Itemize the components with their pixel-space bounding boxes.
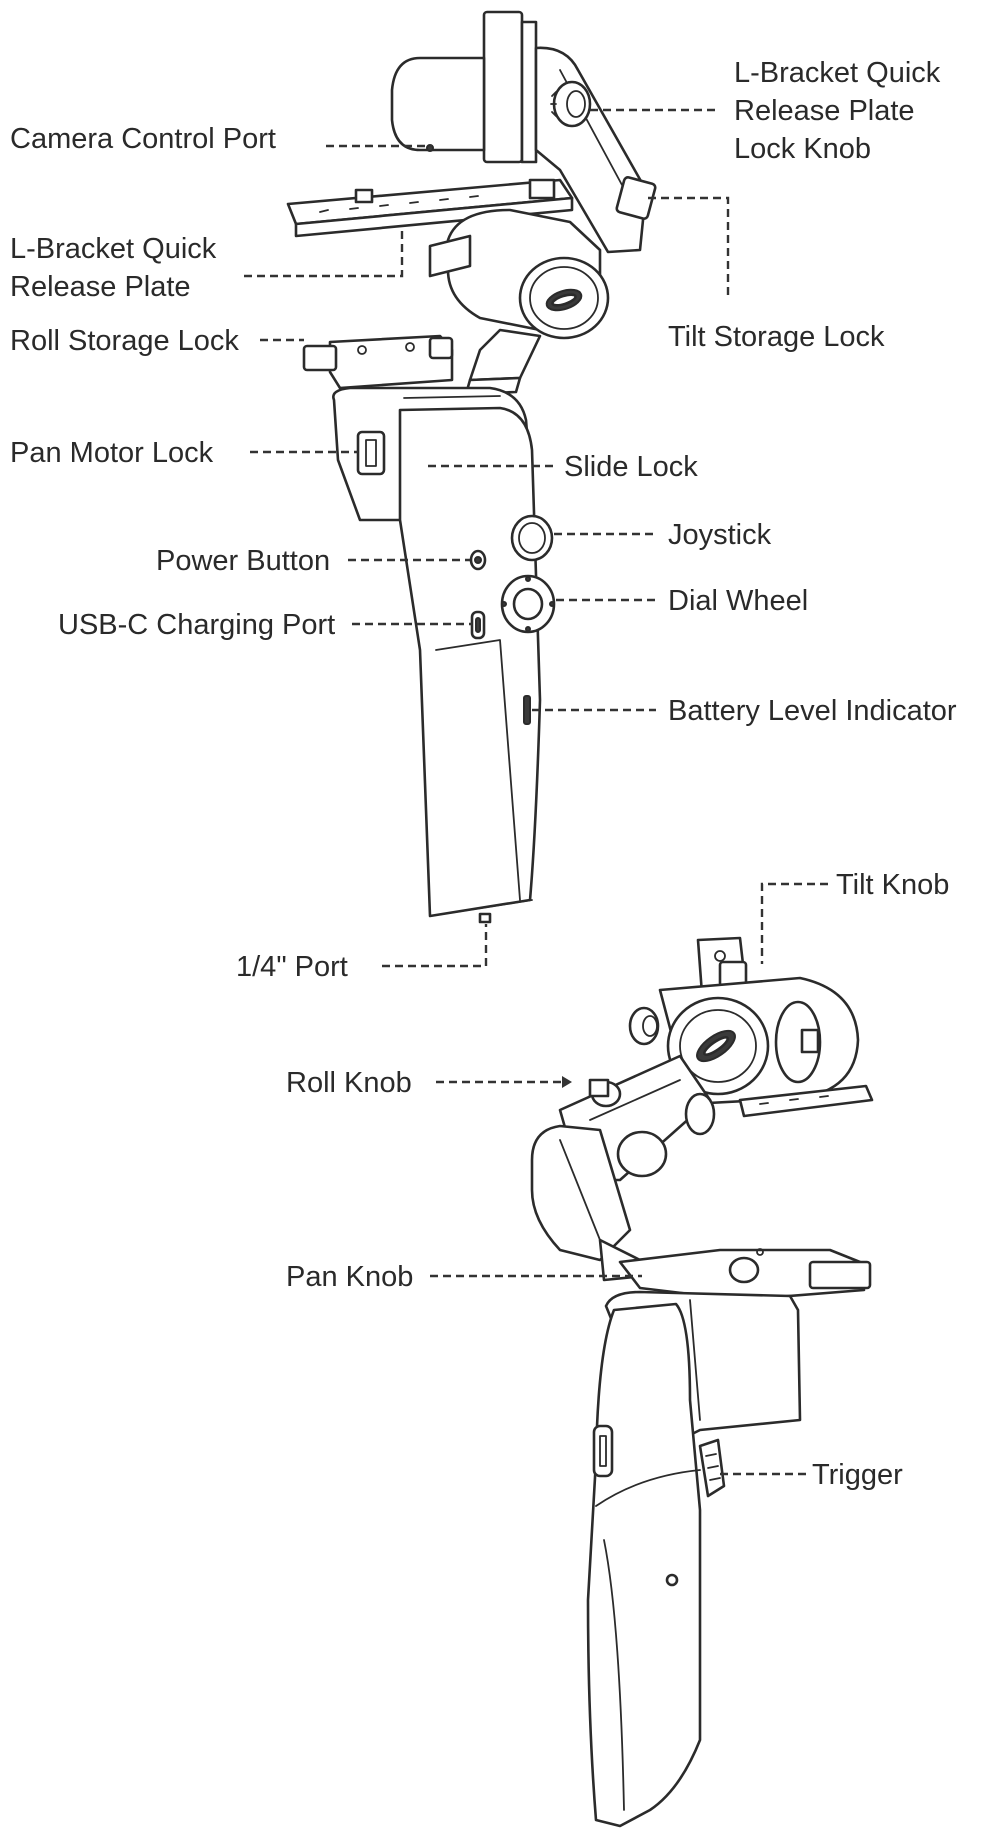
leader-quarter-port xyxy=(382,924,488,968)
power-button-part xyxy=(469,549,487,571)
label-pan-motor-lock: Pan Motor Lock xyxy=(10,437,214,469)
label-trigger: Trigger xyxy=(812,1459,903,1491)
gimbal-front-view xyxy=(286,10,657,924)
camera-control-port-housing xyxy=(390,56,486,152)
back-handle-body xyxy=(586,1302,702,1828)
label-roll-storage-lock: Roll Storage Lock xyxy=(10,325,239,357)
handle-body xyxy=(398,406,542,918)
label-roll-knob: Roll Knob xyxy=(286,1067,412,1099)
label-power-button: Power Button xyxy=(156,545,330,577)
roll-motor xyxy=(428,208,610,340)
joystick-part xyxy=(510,514,554,562)
label-battery-indicator: Battery Level Indicator xyxy=(668,695,957,727)
label-quarter-port: 1/4" Port xyxy=(236,951,348,983)
quarter-port-part xyxy=(478,912,492,924)
label-camera-control-port: Camera Control Port xyxy=(10,123,276,155)
leader-tilt-knob xyxy=(760,882,828,964)
roll-knob-part xyxy=(628,1006,660,1046)
pan-motor-lock-part xyxy=(356,430,386,476)
leader-lines xyxy=(244,108,828,1476)
leader-lbracket-plate xyxy=(244,226,404,278)
label-tilt-storage-lock: Tilt Storage Lock xyxy=(668,321,885,353)
back-plate xyxy=(738,1084,874,1118)
label-usbc-port: USB-C Charging Port xyxy=(58,609,335,641)
leader-tilt-storage-lock xyxy=(648,196,730,298)
tilt-storage-lock-part xyxy=(615,176,657,220)
pan-arm xyxy=(598,1238,872,1302)
label-pan-knob: Pan Knob xyxy=(286,1261,413,1293)
usbc-port-part xyxy=(470,610,486,640)
dial-wheel-part xyxy=(500,574,556,634)
lbracket-lock-knob xyxy=(550,80,592,128)
tilt-upright xyxy=(696,936,748,996)
label-lbracket-lock-knob: L-Bracket Quick Release Plate Lock Knob xyxy=(734,57,948,165)
label-slide-lock: Slide Lock xyxy=(564,451,698,483)
roll-arm xyxy=(464,328,542,396)
label-dial-wheel: Dial Wheel xyxy=(668,585,808,617)
arrow-roll-knob xyxy=(562,1076,572,1088)
back-side-button xyxy=(592,1424,614,1478)
gimbal-back-view xyxy=(530,936,874,1828)
battery-indicator-part xyxy=(523,695,531,725)
label-joystick: Joystick xyxy=(668,519,772,551)
labels: Camera Control Port L-Bracket Quick Rele… xyxy=(10,57,957,1491)
back-roll-motor xyxy=(530,1124,632,1262)
trigger-part xyxy=(698,1438,726,1498)
tilt-motor xyxy=(658,976,860,1106)
roll-storage-lock-part xyxy=(302,334,454,390)
lbracket-upright xyxy=(482,10,538,164)
lbracket-quick-release-plate xyxy=(286,178,574,238)
label-lbracket-plate: L-Bracket Quick Release Plate xyxy=(10,233,224,303)
back-handle-hole xyxy=(665,1573,679,1587)
label-tilt-knob: Tilt Knob xyxy=(836,869,949,901)
